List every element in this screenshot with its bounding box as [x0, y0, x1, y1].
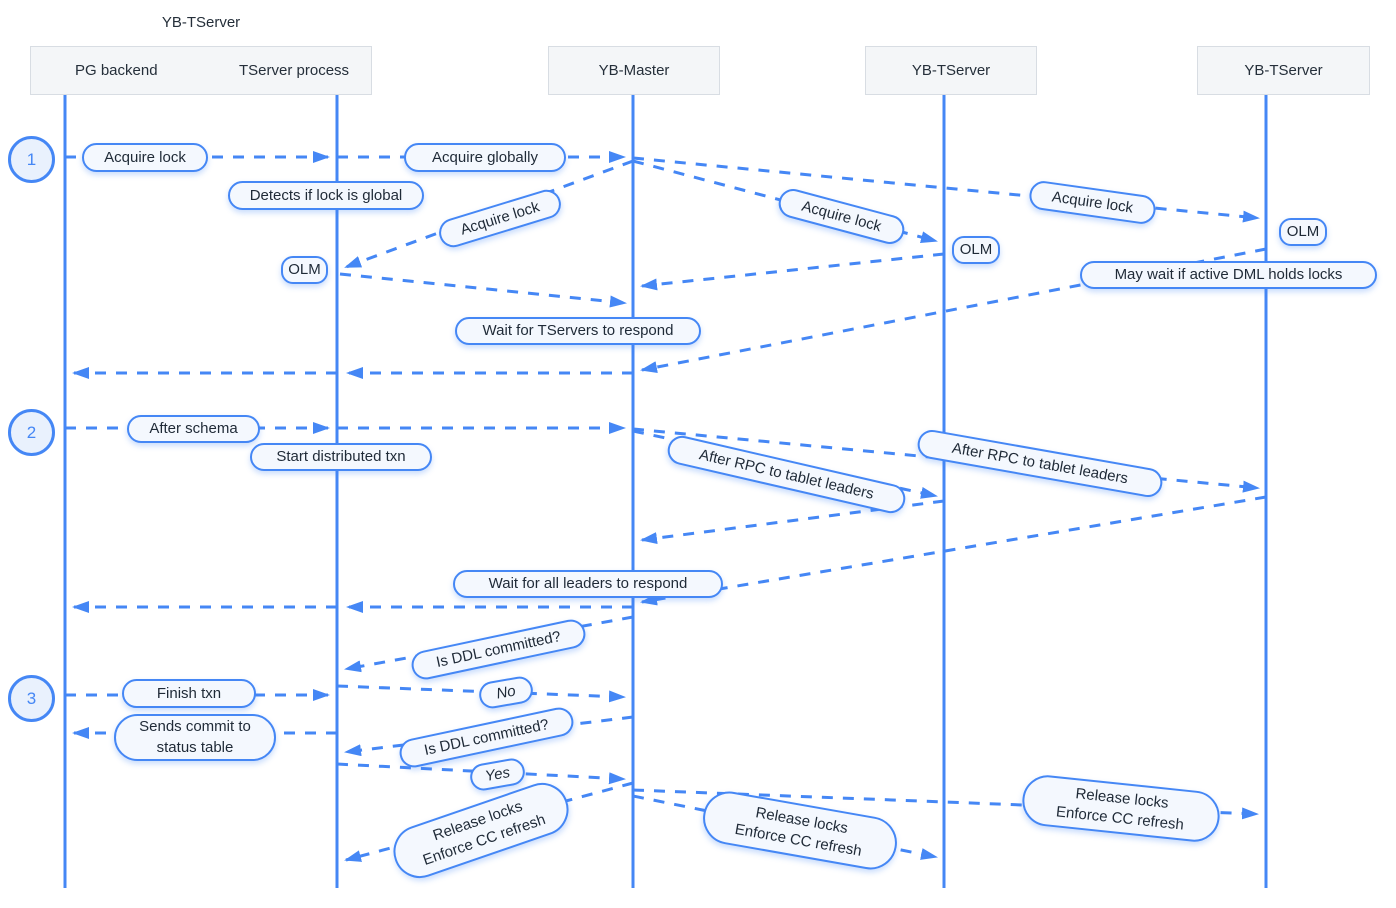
participant-box-yb-tserver-1: YB-TServer	[865, 46, 1037, 95]
group-label-yb-tserver: YB-TServer	[161, 14, 241, 31]
note-pill-start-distributed-txn: Start distributed txn	[250, 443, 432, 471]
arrow-no-reply	[336, 684, 626, 703]
arrow-yes-reply	[336, 762, 626, 785]
participant-box-pg-tserver: PG backend TServer process	[30, 46, 372, 95]
participant-pg-backend: PG backend	[75, 62, 158, 79]
participant-box-yb-master: YB-Master	[548, 46, 720, 95]
step-circle-1: 1	[8, 136, 55, 183]
note-pill-wait-tservers: Wait for TServers to respond	[455, 317, 701, 345]
message-pill-acquire-globally: Acquire globally	[404, 143, 566, 172]
olm-pill-tserver-1: OLM	[952, 236, 1000, 264]
participant-tserver-process: TServer process	[239, 62, 350, 79]
arrow-tserver2-rpc-reply	[640, 495, 1267, 606]
olm-pill-tserver-2: OLM	[1279, 218, 1327, 246]
message-pill-acquire-lock-1: Acquire lock	[82, 143, 208, 172]
message-pill-sends-commit: Sends commit to status table	[114, 714, 276, 761]
message-pill-after-schema: After schema	[127, 415, 260, 443]
arrow-olm-local-reply	[339, 272, 627, 308]
arrow-is-ddl-committed-1	[344, 615, 634, 673]
step-circle-2: 2	[8, 409, 55, 456]
note-pill-may-wait: May wait if active DML holds locks	[1080, 261, 1377, 289]
arrow-tserver1-reply	[640, 252, 945, 291]
note-pill-detects-global: Detects if lock is global	[228, 181, 424, 210]
step-circle-3: 3	[8, 675, 55, 722]
arrow-is-ddl-committed-2	[344, 715, 634, 757]
olm-pill-tserver-process: OLM	[281, 256, 328, 284]
participant-box-yb-tserver-2: YB-TServer	[1197, 46, 1370, 95]
note-pill-wait-leaders: Wait for all leaders to respond	[453, 570, 723, 598]
message-pill-finish-txn: Finish txn	[122, 679, 256, 708]
